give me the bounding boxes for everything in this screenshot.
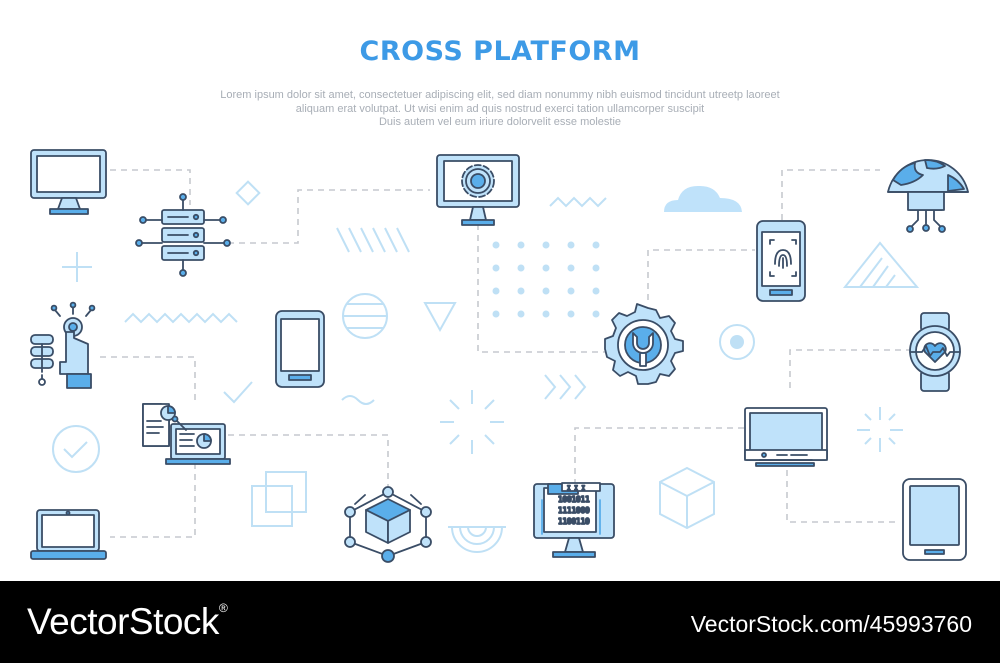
half-rings-shape: [448, 526, 506, 553]
illustration: I I I 1001011 1111000 1100110: [30, 149, 969, 563]
binary-line: 1111000: [558, 506, 590, 515]
zigzag-shape: [124, 312, 238, 324]
striped-circle-shape: [342, 293, 388, 339]
laptop-icon: [30, 509, 107, 560]
connector-lines: [100, 169, 910, 538]
plus-shape: [62, 252, 92, 282]
page-title: CROSS PLATFORM: [359, 36, 641, 67]
binary-line: 1001011: [558, 495, 590, 504]
server-network-icon: [135, 193, 231, 277]
desktop-monitor-icon: [30, 149, 107, 215]
zigzag-small-shape: [549, 196, 607, 208]
code-computer-icon: [533, 482, 615, 558]
tablet-icon: [902, 478, 967, 561]
fingerprint-phone-icon: [756, 220, 806, 302]
triangle-down-shape: [423, 302, 457, 333]
globe-network-icon: [887, 159, 969, 233]
sparkle-right-shape: [857, 407, 903, 452]
check-shape: [223, 381, 253, 404]
smartwatch-icon: [909, 312, 961, 392]
subtitle-line: Duis autem vel eum iriure dolorvelit ess…: [378, 116, 622, 128]
subtitle: Lorem ipsum dolor sit amet, consectetuer…: [0, 89, 1000, 130]
settings-monitor-icon: [436, 154, 520, 226]
cloud-icon: [664, 185, 742, 212]
footer-bar: VectorStock® VectorStock.com/45993760: [0, 581, 1000, 663]
decorative-shapes: [52, 180, 920, 553]
subtitle-line: Lorem ipsum dolor sit amet, consectetuer…: [220, 89, 780, 101]
target-circle-shape: [719, 324, 755, 360]
hatch-shape: [336, 227, 410, 253]
check-circle-shape: [52, 425, 100, 473]
registered-mark: ®: [218, 601, 228, 615]
presentation-laptop-icon: [142, 403, 231, 465]
gear-wrench-icon: [604, 303, 684, 385]
code-tab-label: I I I: [567, 485, 585, 492]
wave-shape: [341, 395, 375, 405]
cube-network-icon: [344, 486, 432, 563]
footer-image-id: VectorStock.com/45993760: [690, 611, 972, 637]
binary-line: 1100110: [558, 517, 590, 526]
dot-grid: [492, 241, 744, 349]
footer-brand: VectorStock®: [27, 601, 228, 643]
sparkle-shape: [440, 390, 504, 454]
robot-hand-icon: [30, 301, 96, 389]
subtitle-line: aliquam erat volutpat. Ut wisi enim ad q…: [295, 102, 705, 115]
isometric-cube-shape: [659, 466, 715, 530]
smartphone-icon: [275, 310, 325, 388]
chevrons-shape: [544, 374, 587, 400]
diamond-shape: [235, 180, 261, 206]
hatched-triangle-shape: [842, 241, 920, 288]
overlap-squares-shape: [251, 485, 293, 527]
brand-name: VectorStock: [27, 601, 219, 642]
tv-monitor-icon: [744, 407, 828, 467]
